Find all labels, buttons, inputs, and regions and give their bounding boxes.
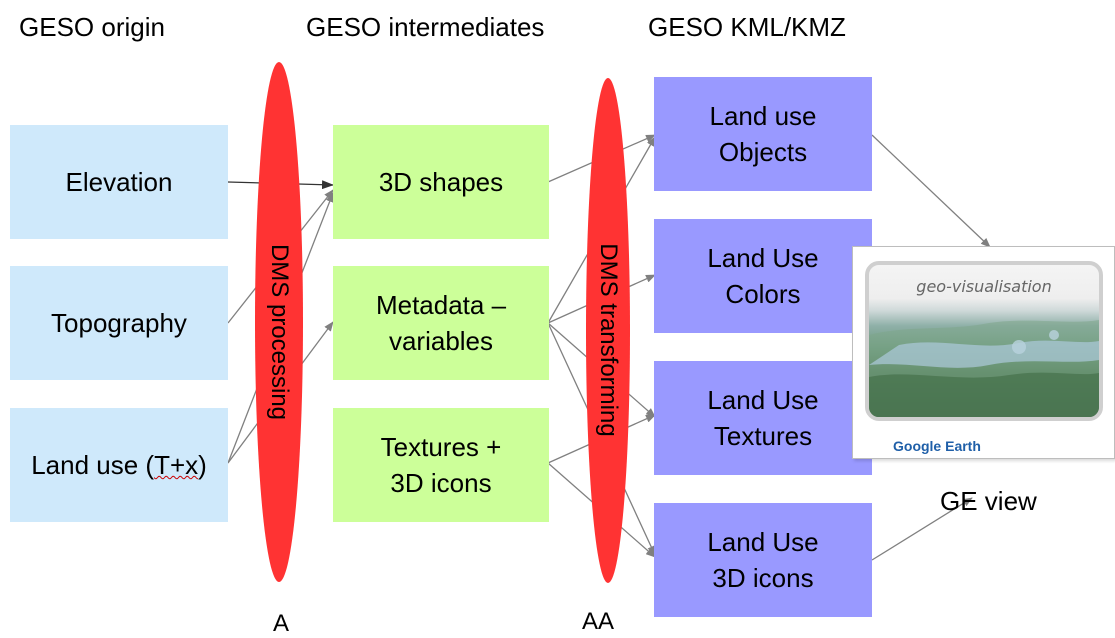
landscape-illustration [869,320,1099,417]
box-metadata: Metadata – variables [333,266,549,380]
land-use-period: T+x [154,450,199,480]
arrow-objects-ge [871,134,991,248]
geo-visualisation-image: geo-visualisation [865,261,1103,421]
land-use-suffix: ) [198,450,207,480]
marker-a: A [273,610,290,637]
box-land-use-label: Land use (T+x) [31,447,207,483]
land-use-prefix: Land use ( [31,450,155,480]
box-colors-line2: Colors [725,279,801,309]
box-land-use-colors: Land Use Colors [654,219,872,333]
ellipse-dms-transforming [586,78,630,583]
box-kml-textures-line2: Textures [713,421,813,451]
box-metadata-line1: Metadata – [375,290,507,320]
box-metadata-line2: variables [388,326,494,356]
box-topography-label: Topography [51,308,187,338]
box-icons-line1: Land Use [707,527,819,557]
box-elevation: Elevation [10,125,228,239]
header-origin: GESO origin [19,12,165,42]
box-objects-line2: Objects [718,137,808,167]
box-kml-textures-line1: Land Use [707,385,819,415]
google-earth-panel: geo-visualisation Google Earth [852,246,1115,459]
box-icons-line2: 3D icons [712,563,814,593]
dms-transforming-label: DMS transforming [595,243,622,437]
box-3d-shapes-label: 3D shapes [378,167,504,197]
box-elevation-label: Elevation [65,167,173,197]
box-land-use-objects: Land use Objects [654,77,872,191]
box-textures-line2: 3D icons [390,468,492,498]
header-kml: GESO KML/KMZ [648,12,846,42]
box-colors-line1: Land Use [707,243,819,273]
box-textures-line1: Textures + [380,432,502,462]
marker-aa: AA [582,608,615,635]
box-land-use-3d-icons: Land Use 3D icons [654,503,872,617]
box-textures: Textures + 3D icons [333,408,549,522]
box-objects-line1: Land use [709,101,817,131]
arrow-icons-ge [871,497,973,561]
geo-visualisation-caption: geo-visualisation [916,277,1052,296]
ge-view-label: GE view [940,486,1037,516]
box-3d-shapes: 3D shapes [333,125,549,239]
box-land-use: Land use (T+x) [10,408,228,522]
header-intermediates: GESO intermediates [306,12,545,42]
ellipse-dms-processing [255,62,303,582]
box-topography: Topography [10,266,228,380]
box-land-use-textures: Land Use Textures [654,361,872,475]
dms-processing-label: DMS processing [266,243,293,421]
google-earth-logo: Google Earth [893,438,981,454]
